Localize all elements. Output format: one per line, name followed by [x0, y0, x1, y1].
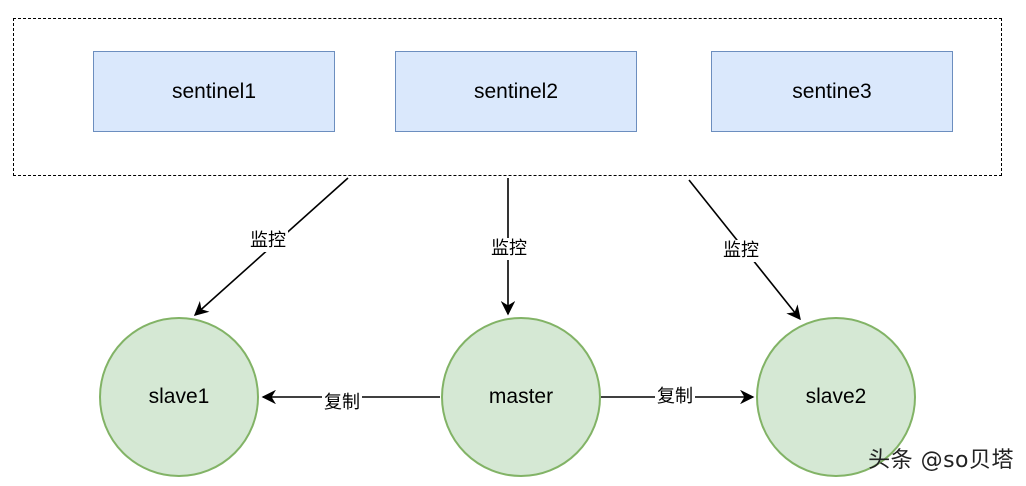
slave1-node: slave1	[99, 317, 259, 477]
edge-label-monitor-2: 监控	[489, 238, 529, 260]
sentinel-group-box	[13, 18, 1002, 176]
sentinel2-box: sentinel2	[395, 51, 637, 132]
edge-label-replicate-2: 复制	[655, 386, 695, 408]
master-node: master	[441, 317, 601, 477]
watermark: 头条 @so贝塔	[868, 448, 1014, 473]
sentinel1-box: sentinel1	[93, 51, 335, 132]
edge-label-replicate-1: 复制	[322, 392, 362, 414]
edge-label-monitor-3: 监控	[721, 240, 761, 262]
slave2-node: slave2	[756, 317, 916, 477]
edge-label-monitor-1: 监控	[248, 230, 288, 252]
sentinel3-box: sentine3	[711, 51, 953, 132]
